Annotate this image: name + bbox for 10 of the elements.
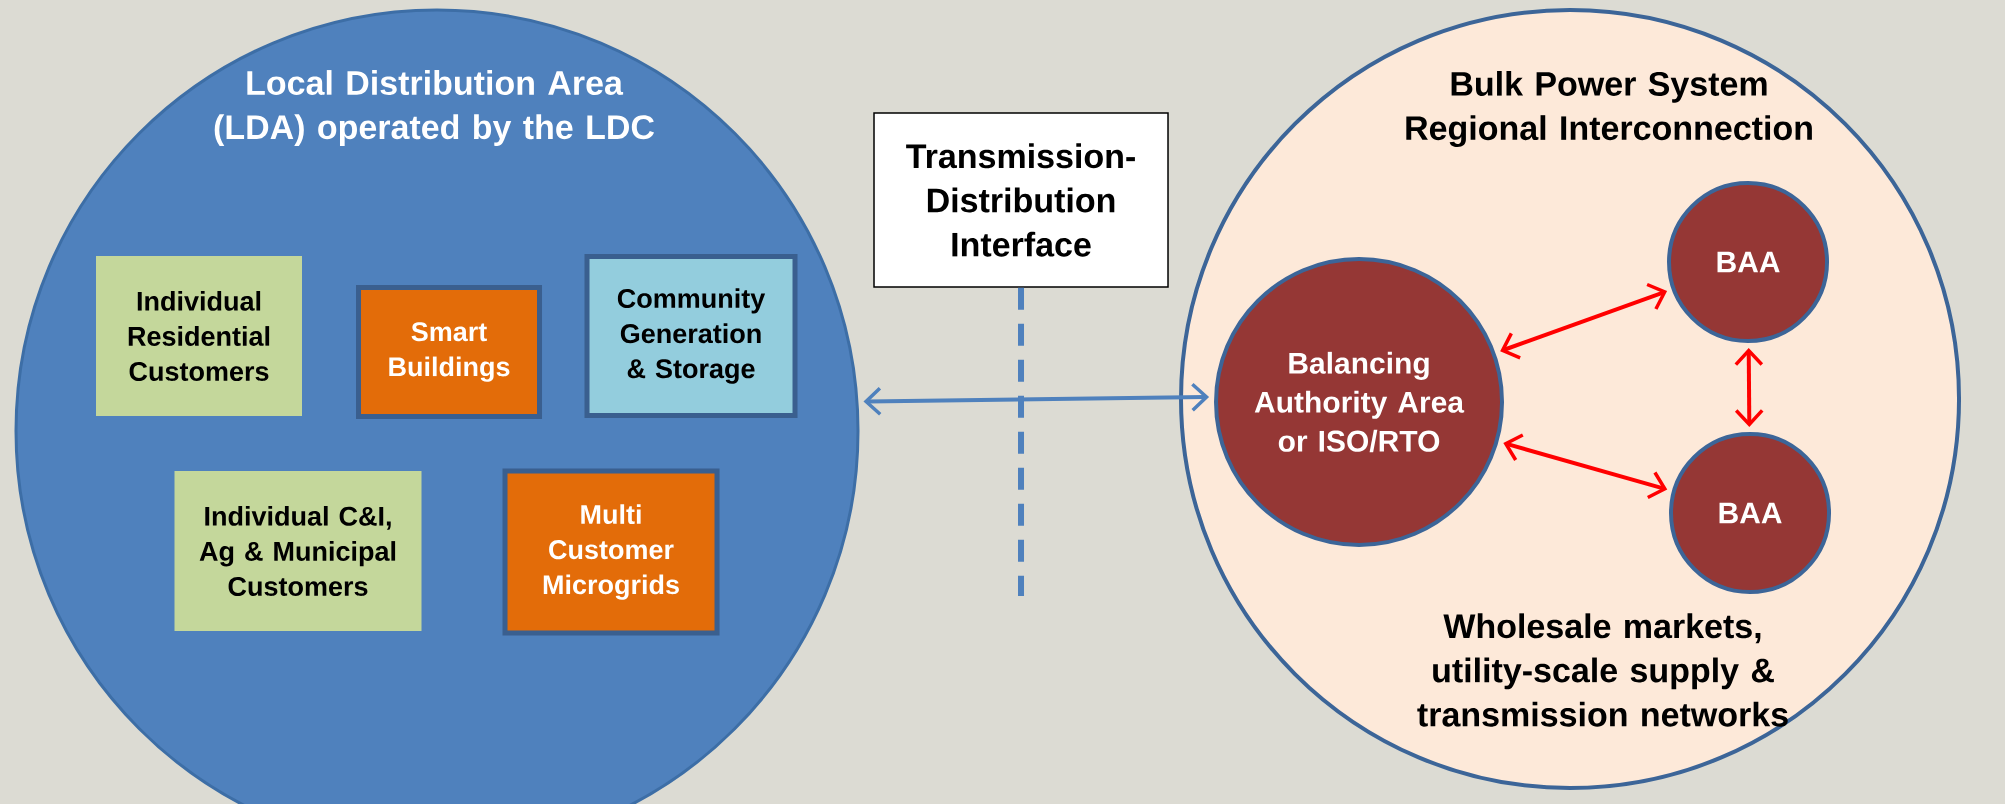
arrow [1503, 433, 1668, 500]
arrow [1734, 348, 1764, 427]
microgrid-box: Multi Customer Microgrids [502, 468, 720, 636]
customer-box: Smart Buildings [356, 285, 542, 419]
community-box: Community Generation & Storage [584, 254, 798, 418]
arrow [863, 382, 1210, 416]
customer-box: Individual Residential Customers [96, 256, 302, 416]
arrow [1500, 282, 1668, 360]
interface-box: Transmission-Distribution Interface [873, 112, 1169, 288]
customer-box: Individual C&I, Ag & Municipal Customers [174, 471, 422, 631]
